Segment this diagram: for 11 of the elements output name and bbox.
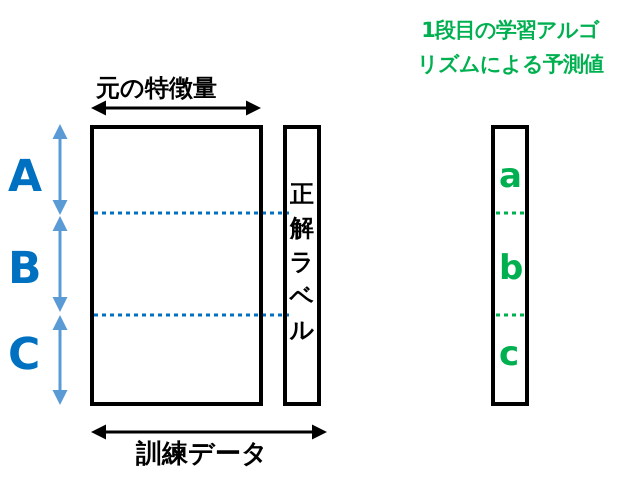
heading: 1段目の学習アルゴリズムによる予測値 (416, 17, 604, 78)
feature-matrix-box (90, 125, 263, 406)
section-letter: C (8, 333, 40, 377)
axis-label: 訓練データ (136, 441, 268, 467)
axis-label: 元の特徴量 (96, 76, 217, 100)
section-letter: c (499, 337, 520, 371)
section-letter: b (499, 251, 524, 285)
label-column-box (283, 125, 321, 406)
section-letter: A (8, 155, 42, 199)
section-letter: a (499, 159, 522, 193)
section-letter: B (8, 247, 42, 291)
